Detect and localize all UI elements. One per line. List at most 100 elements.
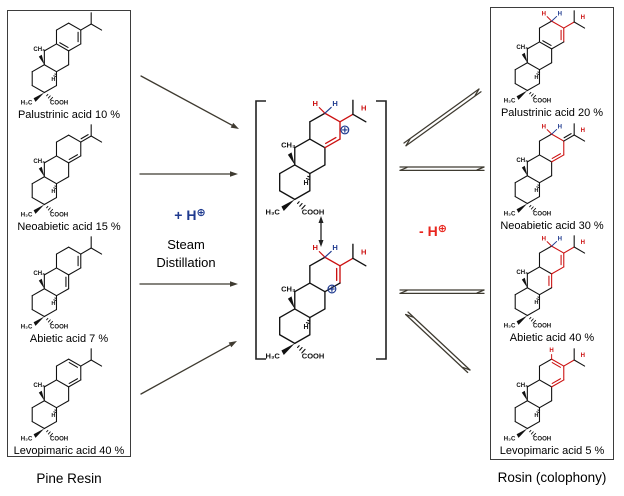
- svg-text:CH₃: CH₃: [281, 285, 296, 294]
- equilibrium-arrow-to-abietic: [399, 289, 485, 295]
- resonance-arrow: [318, 216, 324, 247]
- equilibrium-arrow-to-levopimaric: [405, 311, 471, 374]
- svg-text:H₃C: H₃C: [20, 101, 32, 107]
- rosin-box: CH₃ H₃C COOH H H H H Palustrinic acid 20 % CH₃…: [490, 7, 614, 460]
- svg-text:CH₃: CH₃: [516, 383, 528, 389]
- svg-text:CH₃: CH₃: [33, 159, 45, 165]
- svg-text:H₃C: H₃C: [503, 324, 515, 330]
- compound-cell: CH₃ H₃C COOH H Abietic acid 7 %: [8, 235, 130, 347]
- structure-neoabietic-acid-product: CH₃ H₃C COOH H H H H: [503, 122, 585, 217]
- process-label-line2: Distillation: [156, 255, 216, 270]
- svg-text:H: H: [580, 353, 584, 359]
- svg-text:H: H: [51, 301, 55, 307]
- svg-text:H: H: [304, 180, 309, 187]
- svg-text:H₃C: H₃C: [503, 211, 515, 217]
- svg-text:H: H: [361, 248, 366, 257]
- svg-text:CH₃: CH₃: [281, 141, 296, 150]
- compound-name: Abietic acid 40 %: [509, 332, 595, 345]
- svg-text:H: H: [313, 99, 318, 108]
- svg-text:H: H: [51, 413, 55, 419]
- compound-name: Levopimaric acid 40 %: [13, 445, 125, 457]
- svg-text:COOH: COOH: [49, 437, 67, 443]
- svg-text:H: H: [534, 75, 538, 81]
- svg-text:H₃C: H₃C: [266, 351, 281, 360]
- svg-text:H: H: [313, 243, 318, 252]
- process-label-line1: Steam: [167, 237, 205, 252]
- svg-text:COOH: COOH: [532, 324, 550, 330]
- svg-text:CH₃: CH₃: [516, 157, 528, 163]
- structure-neoabietic-acid-reactant: CH₃ H₃C COOH H: [20, 124, 102, 219]
- equilibrium-arrow-to-palustrinic: [403, 88, 482, 147]
- svg-text:H₃C: H₃C: [20, 325, 32, 331]
- svg-text:H: H: [541, 237, 545, 243]
- structure-carbocation-intermediate-1: CH₃ H₃C COOH H H H H: [266, 99, 367, 216]
- structure-palustrinic-acid-reactant: CH₃ H₃C COOH H: [20, 12, 102, 107]
- svg-text:H₃C: H₃C: [20, 213, 32, 219]
- svg-text:H: H: [580, 127, 584, 133]
- arrow-neoabietic-to-intermediate: [139, 171, 238, 177]
- svg-text:H: H: [557, 237, 561, 243]
- circled-plus-symbol: ⊕: [437, 223, 447, 235]
- pine-resin-title: Pine Resin: [36, 471, 102, 486]
- circled-plus-symbol: ⊕: [196, 207, 206, 219]
- svg-text:H: H: [580, 240, 584, 246]
- compound-cell: CH₃ H₃C COOH H H H H Abietic acid 40 %: [491, 234, 613, 347]
- compound-name: Palustrinic acid 20 %: [500, 106, 604, 119]
- svg-text:CH₃: CH₃: [33, 271, 45, 277]
- compound-cell: CH₃ H₃C COOH H H H H Neoabietic acid 30 %: [491, 121, 613, 234]
- svg-text:H: H: [361, 104, 366, 113]
- svg-text:COOH: COOH: [532, 437, 550, 443]
- arrow-palustrinic-to-intermediate: [140, 75, 239, 129]
- svg-text:COOH: COOH: [302, 351, 325, 360]
- structure-abietic-acid-product: CH₃ H₃C COOH H H H H: [503, 235, 585, 330]
- svg-text:COOH: COOH: [302, 207, 325, 216]
- svg-text:H: H: [541, 11, 545, 17]
- svg-text:H₃C: H₃C: [503, 437, 515, 443]
- svg-text:H: H: [332, 99, 337, 108]
- compound-cell: CH₃ H₃C COOH H Neoabietic acid 15 %: [8, 123, 130, 235]
- svg-text:H: H: [541, 124, 545, 130]
- svg-text:H: H: [549, 348, 553, 354]
- compound-name: Neoabietic acid 30 %: [500, 219, 604, 232]
- svg-text:H: H: [534, 300, 538, 306]
- svg-text:H: H: [557, 124, 561, 130]
- svg-text:H: H: [534, 187, 538, 193]
- svg-text:COOH: COOH: [49, 325, 67, 331]
- arrow-abietic-to-intermediate: [139, 281, 238, 287]
- compound-name: Abietic acid 7 %: [29, 333, 109, 345]
- svg-text:H: H: [580, 15, 584, 21]
- svg-text:H₃C: H₃C: [20, 437, 32, 443]
- compound-name: Neoabietic acid 15 %: [17, 221, 121, 233]
- svg-text:COOH: COOH: [49, 213, 67, 219]
- svg-text:H: H: [51, 189, 55, 195]
- bracket-left: [255, 100, 266, 360]
- svg-text:H: H: [51, 77, 55, 83]
- forward-proton-label: + H⊕: [174, 207, 206, 223]
- svg-text:CH₃: CH₃: [516, 45, 528, 51]
- rosin-title: Rosin (colophony): [497, 470, 607, 485]
- structure-abietic-acid-reactant: CH₃ H₃C COOH H: [20, 236, 102, 331]
- equilibrium-arrow-to-neoabietic: [399, 166, 485, 172]
- svg-text:CH₃: CH₃: [516, 270, 528, 276]
- bracket-right: [376, 100, 387, 360]
- svg-text:H₃C: H₃C: [503, 98, 515, 104]
- arrow-levopimaric-to-intermediate: [140, 341, 237, 395]
- svg-text:COOH: COOH: [49, 101, 67, 107]
- structure-levopimaric-acid-product: CH₃ H₃C COOH H H H: [503, 348, 585, 443]
- svg-text:COOH: COOH: [532, 211, 550, 217]
- svg-text:H: H: [534, 413, 538, 419]
- reverse-proton-label: - H⊕: [419, 223, 447, 239]
- svg-text:H₃C: H₃C: [266, 207, 281, 216]
- svg-text:CH₃: CH₃: [33, 47, 45, 53]
- svg-text:H: H: [557, 11, 561, 17]
